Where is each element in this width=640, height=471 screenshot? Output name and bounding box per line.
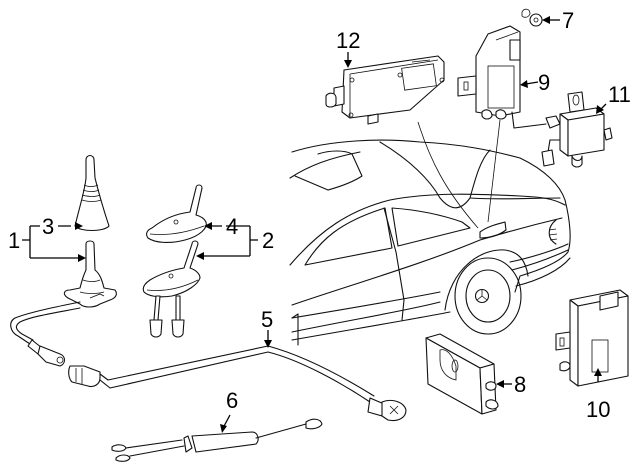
callout-leaders [22,16,607,433]
callout-9: 9 [538,70,550,95]
callout-8: 8 [514,372,526,397]
callout-2: 2 [262,228,274,253]
callout-11: 11 [608,82,631,107]
callout-3: 3 [42,214,54,239]
callout-4: 4 [226,214,238,239]
part-12-amplifier-module [325,55,445,125]
part-11-signal-module [541,91,613,168]
part-10-control-module [555,289,629,387]
callout-7: 7 [562,8,574,33]
part-6-antenna-lead [111,418,323,462]
part-3-mast-cover [74,154,110,232]
callout-5: 5 [261,307,273,332]
part-1-mast-base [63,240,117,308]
callout-12: 12 [336,28,360,53]
part-4-roof-antenna-cover [146,184,207,243]
callout-10: 10 [586,397,610,422]
callout-1: 1 [8,228,20,253]
part-2-roof-antenna-base [142,240,201,338]
part-7-fastener [521,8,543,27]
part-5-antenna-cable [10,301,407,422]
callout-6: 6 [226,388,238,413]
car-body [289,119,571,346]
callout-labels: 1 2 3 4 5 6 7 8 9 10 11 12 [8,8,631,422]
part-8-amplifier-module [425,333,499,415]
